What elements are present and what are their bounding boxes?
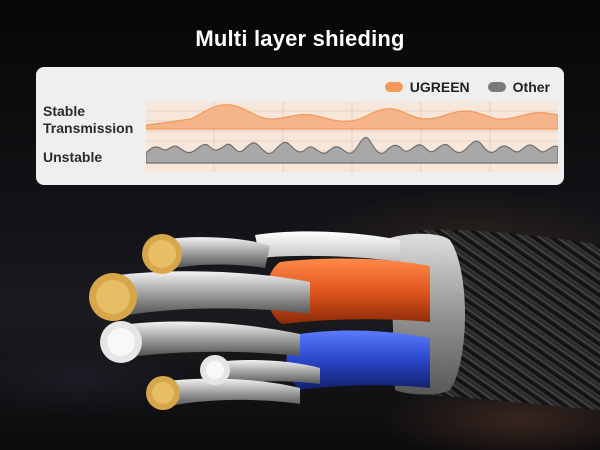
copper-tip-main xyxy=(89,273,137,321)
copper-tip-bottom xyxy=(146,376,180,410)
legend-label-ugreen: UGREEN xyxy=(409,79,470,95)
legend-label-other: Other xyxy=(512,79,550,95)
stable-label-line2: Transmission xyxy=(43,120,134,136)
strand-bundle-bottom xyxy=(160,378,300,408)
signal-wave-graphic xyxy=(146,101,558,172)
strand-bundle-top xyxy=(160,237,270,270)
white-insulation xyxy=(255,231,400,262)
ugreen-swatch xyxy=(384,82,403,92)
silver-tip-middle xyxy=(100,321,142,363)
cable-illustration xyxy=(89,229,600,410)
other-wave xyxy=(146,136,558,164)
comparison-panel: UGREEN Other Stable Transmission Unstabl… xyxy=(36,67,564,185)
silver-tip-lower xyxy=(200,355,230,385)
strand-bundle-middle xyxy=(120,321,300,358)
strand-bundle-lower xyxy=(215,360,320,386)
other-swatch xyxy=(487,82,506,92)
ugreen-wave xyxy=(146,104,558,130)
stable-label-line1: Stable xyxy=(43,103,86,119)
legend-item-other: Other xyxy=(487,79,550,95)
copper-tip-top xyxy=(142,234,182,274)
unstable-label: Unstable xyxy=(43,149,103,165)
blue-wire xyxy=(286,330,430,390)
legend-item-ugreen: UGREEN xyxy=(384,79,470,95)
strand-bundle-main xyxy=(110,271,310,318)
legend: UGREEN Other xyxy=(375,79,550,95)
page-title: Multi layer shieding xyxy=(195,26,405,51)
